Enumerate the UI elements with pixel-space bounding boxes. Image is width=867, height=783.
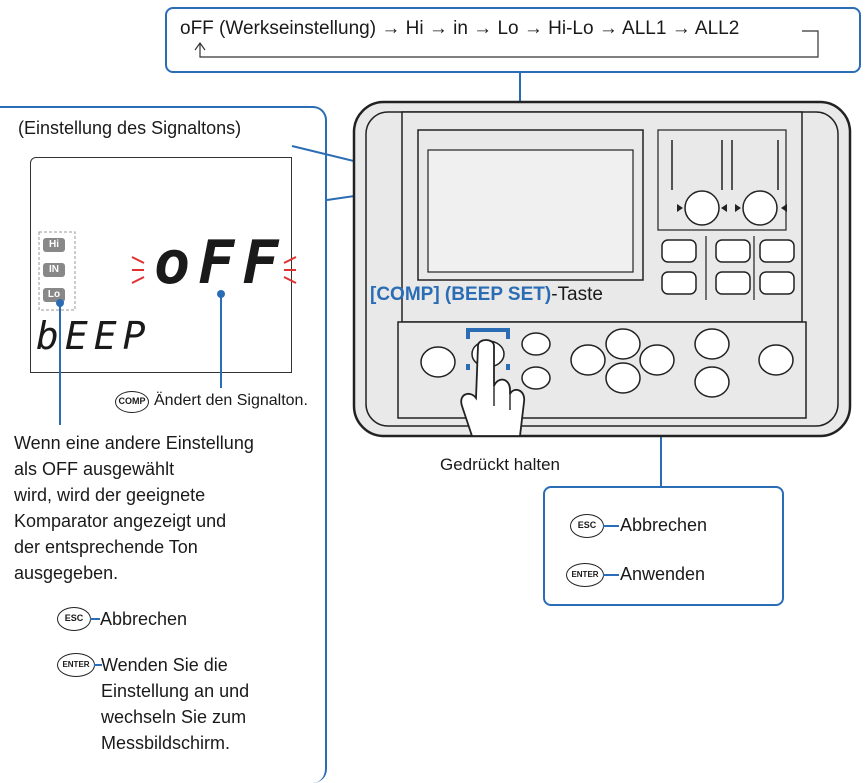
enter-action-line: Messbildschirm. — [101, 733, 231, 753]
enter-button-icon-right: ENTER — [566, 563, 604, 587]
indicator-in: IN — [43, 263, 65, 277]
comp-key-label-rest: -Taste — [551, 284, 603, 305]
lcd-callouts — [56, 290, 225, 425]
enter-action-text-right: Anwenden — [620, 564, 706, 584]
right-action-box — [543, 486, 784, 606]
description-line: Wenn eine andere Einstellung — [14, 433, 254, 453]
lcd-content — [38, 231, 76, 311]
esc-button-icon-right: ESC — [570, 514, 604, 538]
enter-connector-right — [603, 574, 619, 576]
knob-left — [684, 190, 720, 226]
loop-back-arrow — [199, 30, 819, 58]
sequence-box — [165, 7, 861, 73]
panel-title: (Einstellung des Signaltons) — [18, 118, 242, 138]
lcd-main-value: oFF — [154, 228, 287, 298]
enter-action-line: Wenden Sie die — [101, 655, 228, 675]
description-line: ausgegeben. — [14, 563, 119, 583]
sequence-text: oFF (Werkseinstellung) → Hi → in → Lo → … — [180, 18, 740, 39]
description-line: als OFF ausgewählt — [14, 459, 175, 479]
description: Wenn eine andere Einstellung als OFF aus… — [14, 430, 254, 586]
description-line: Komparator angezeigt und — [14, 511, 227, 531]
blink-marks — [131, 256, 297, 284]
description-line: wird, wird der geeignete — [14, 485, 206, 505]
comp-action-text: Ändert den Signalton. — [154, 392, 308, 409]
enter-action-line: wechseln Sie zum — [101, 707, 247, 727]
lcd-sub-value: bEEP — [36, 314, 152, 358]
device-illustration — [352, 100, 852, 438]
left-panel — [0, 106, 327, 783]
knob-right — [742, 190, 778, 226]
hold-label: Gedrückt halten — [440, 455, 561, 474]
esc-button-icon: ESC — [57, 607, 91, 631]
enter-button-icon: ENTER — [57, 653, 95, 677]
enter-action-text: Wenden Sie die Einstellung an und wechse… — [101, 652, 249, 756]
comp-button-icon: COMP — [115, 391, 149, 413]
description-line: der entsprechende Ton — [14, 537, 198, 557]
esc-connector — [90, 618, 100, 620]
comp-key-label-bold: [COMP] (BEEP SET) — [370, 284, 552, 305]
enter-action-line: Einstellung an und — [101, 681, 250, 701]
hand-icon — [460, 339, 526, 437]
esc-connector-right — [603, 525, 619, 527]
indicator-lo: Lo — [43, 288, 65, 302]
esc-action-text-right: Abbrechen — [620, 515, 708, 535]
esc-action-text: Abbrechen — [100, 609, 188, 629]
indicator-hi: Hi — [43, 238, 65, 252]
enter-connector — [94, 664, 102, 666]
comp-key-label: [COMP] (BEEP SET)-Taste — [370, 284, 603, 306]
lcd-display — [30, 157, 292, 373]
